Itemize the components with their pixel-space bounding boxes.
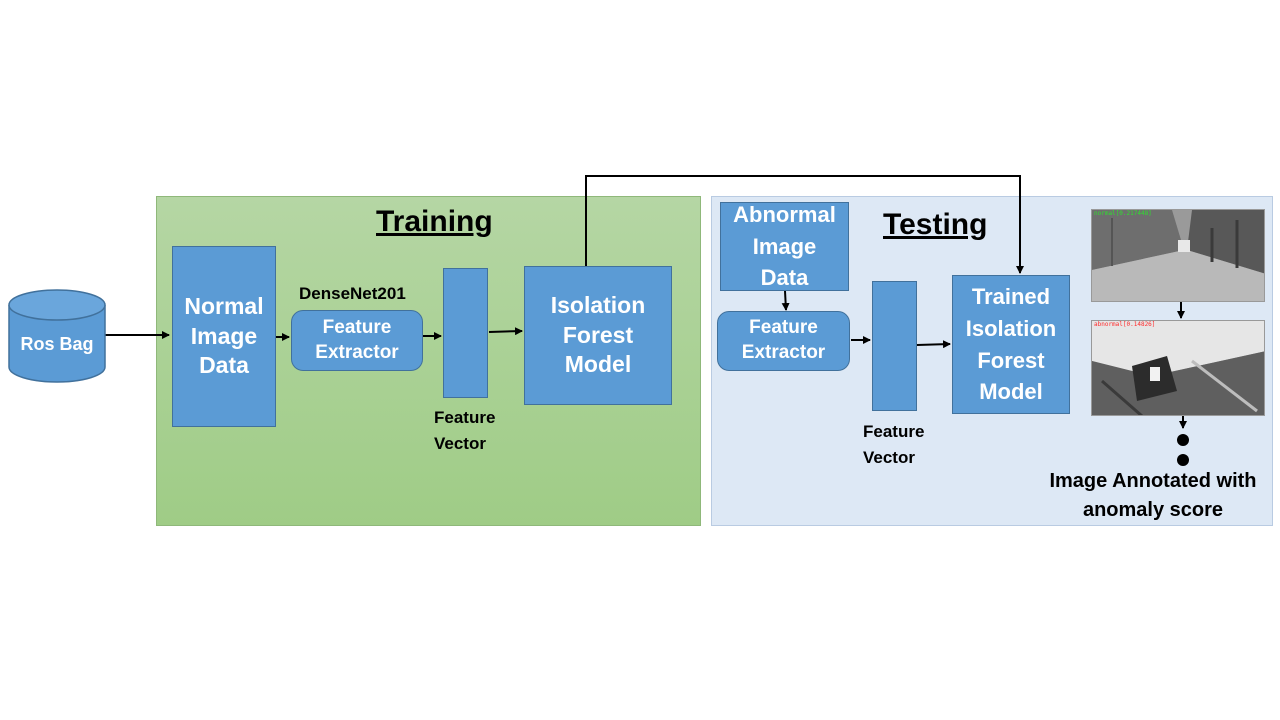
training-title: Training <box>376 205 493 238</box>
testing-extractor-line-2: Extractor <box>741 342 826 363</box>
model-line-3: Model <box>564 351 632 378</box>
corridor-image-normal <box>1092 210 1264 301</box>
isolation-forest-model-box: Isolation Forest Model <box>524 266 672 405</box>
normal-data-line-3: Data <box>199 352 249 379</box>
abnormal-score-text: abnormal[0.14826] <box>1094 321 1156 328</box>
training-feature-vector-bar <box>443 268 488 398</box>
densenet-label: DenseNet201 <box>299 284 406 303</box>
abnormal-image-data-box: Abnormal Image Data <box>720 202 849 291</box>
normal-data-line-2: Image <box>190 322 258 349</box>
trained-model-line-2: Isolation <box>965 315 1057 341</box>
testing-vector-line-1: Feature <box>863 422 925 441</box>
trained-model-line-1: Trained <box>971 283 1051 309</box>
arrow-abnormal-to-extractor <box>781 290 790 311</box>
testing-feature-vector-bar <box>872 281 917 411</box>
training-feature-vector-label: Feature Vector <box>434 405 495 457</box>
training-vector-line-1: Feature <box>434 408 496 427</box>
normal-data-line-1: Normal <box>184 292 264 319</box>
model-line-1: Isolation <box>550 291 646 318</box>
ellipsis-dot-2 <box>1177 454 1189 466</box>
testing-vector-line-2: Vector <box>863 448 915 467</box>
training-feature-extractor-box: Feature Extractor <box>291 310 423 371</box>
model-line-2: Forest <box>562 321 634 348</box>
trained-model-line-4: Model <box>979 379 1043 405</box>
normal-image-data-box: Normal Image Data <box>172 246 276 427</box>
normal-score-text: normal[0.217448] <box>1094 210 1152 217</box>
testing-title: Testing <box>883 208 988 241</box>
arrow-model-to-trained-model <box>585 175 1024 274</box>
trained-isolation-forest-model-box: Trained Isolation Forest Model <box>952 275 1070 414</box>
abnormal-line-1: Abnormal <box>733 201 836 227</box>
training-extractor-line-2: Extractor <box>315 341 399 363</box>
output-caption-line-1: Image Annotated with <box>1049 470 1257 492</box>
ellipsis-dot-1 <box>1177 434 1189 446</box>
arrow-vector-to-model <box>488 327 523 336</box>
annotated-image-normal: normal[0.217448] <box>1091 209 1265 302</box>
output-caption-line-2: anomaly score <box>1082 499 1224 521</box>
testing-feature-vector-label: Feature Vector <box>863 419 924 471</box>
output-caption: Image Annotated with anomaly score <box>1040 467 1266 525</box>
trained-model-line-3: Forest <box>977 347 1045 373</box>
arrow-test-vector-to-model <box>916 340 951 349</box>
ros-bag-cylinder-icon <box>8 289 106 383</box>
testing-extractor-line-1: Feature <box>749 317 818 339</box>
ros-bag-label: Ros Bag <box>20 333 94 354</box>
abnormal-line-2: Image <box>752 233 817 259</box>
corridor-image-abnormal <box>1092 321 1264 415</box>
training-extractor-line-1: Feature <box>322 316 392 338</box>
training-vector-line-2: Vector <box>434 434 486 453</box>
abnormal-line-3: Data <box>760 265 809 291</box>
testing-feature-extractor-box: Feature Extractor <box>717 311 850 371</box>
annotated-image-abnormal: abnormal[0.14826] <box>1091 320 1265 416</box>
